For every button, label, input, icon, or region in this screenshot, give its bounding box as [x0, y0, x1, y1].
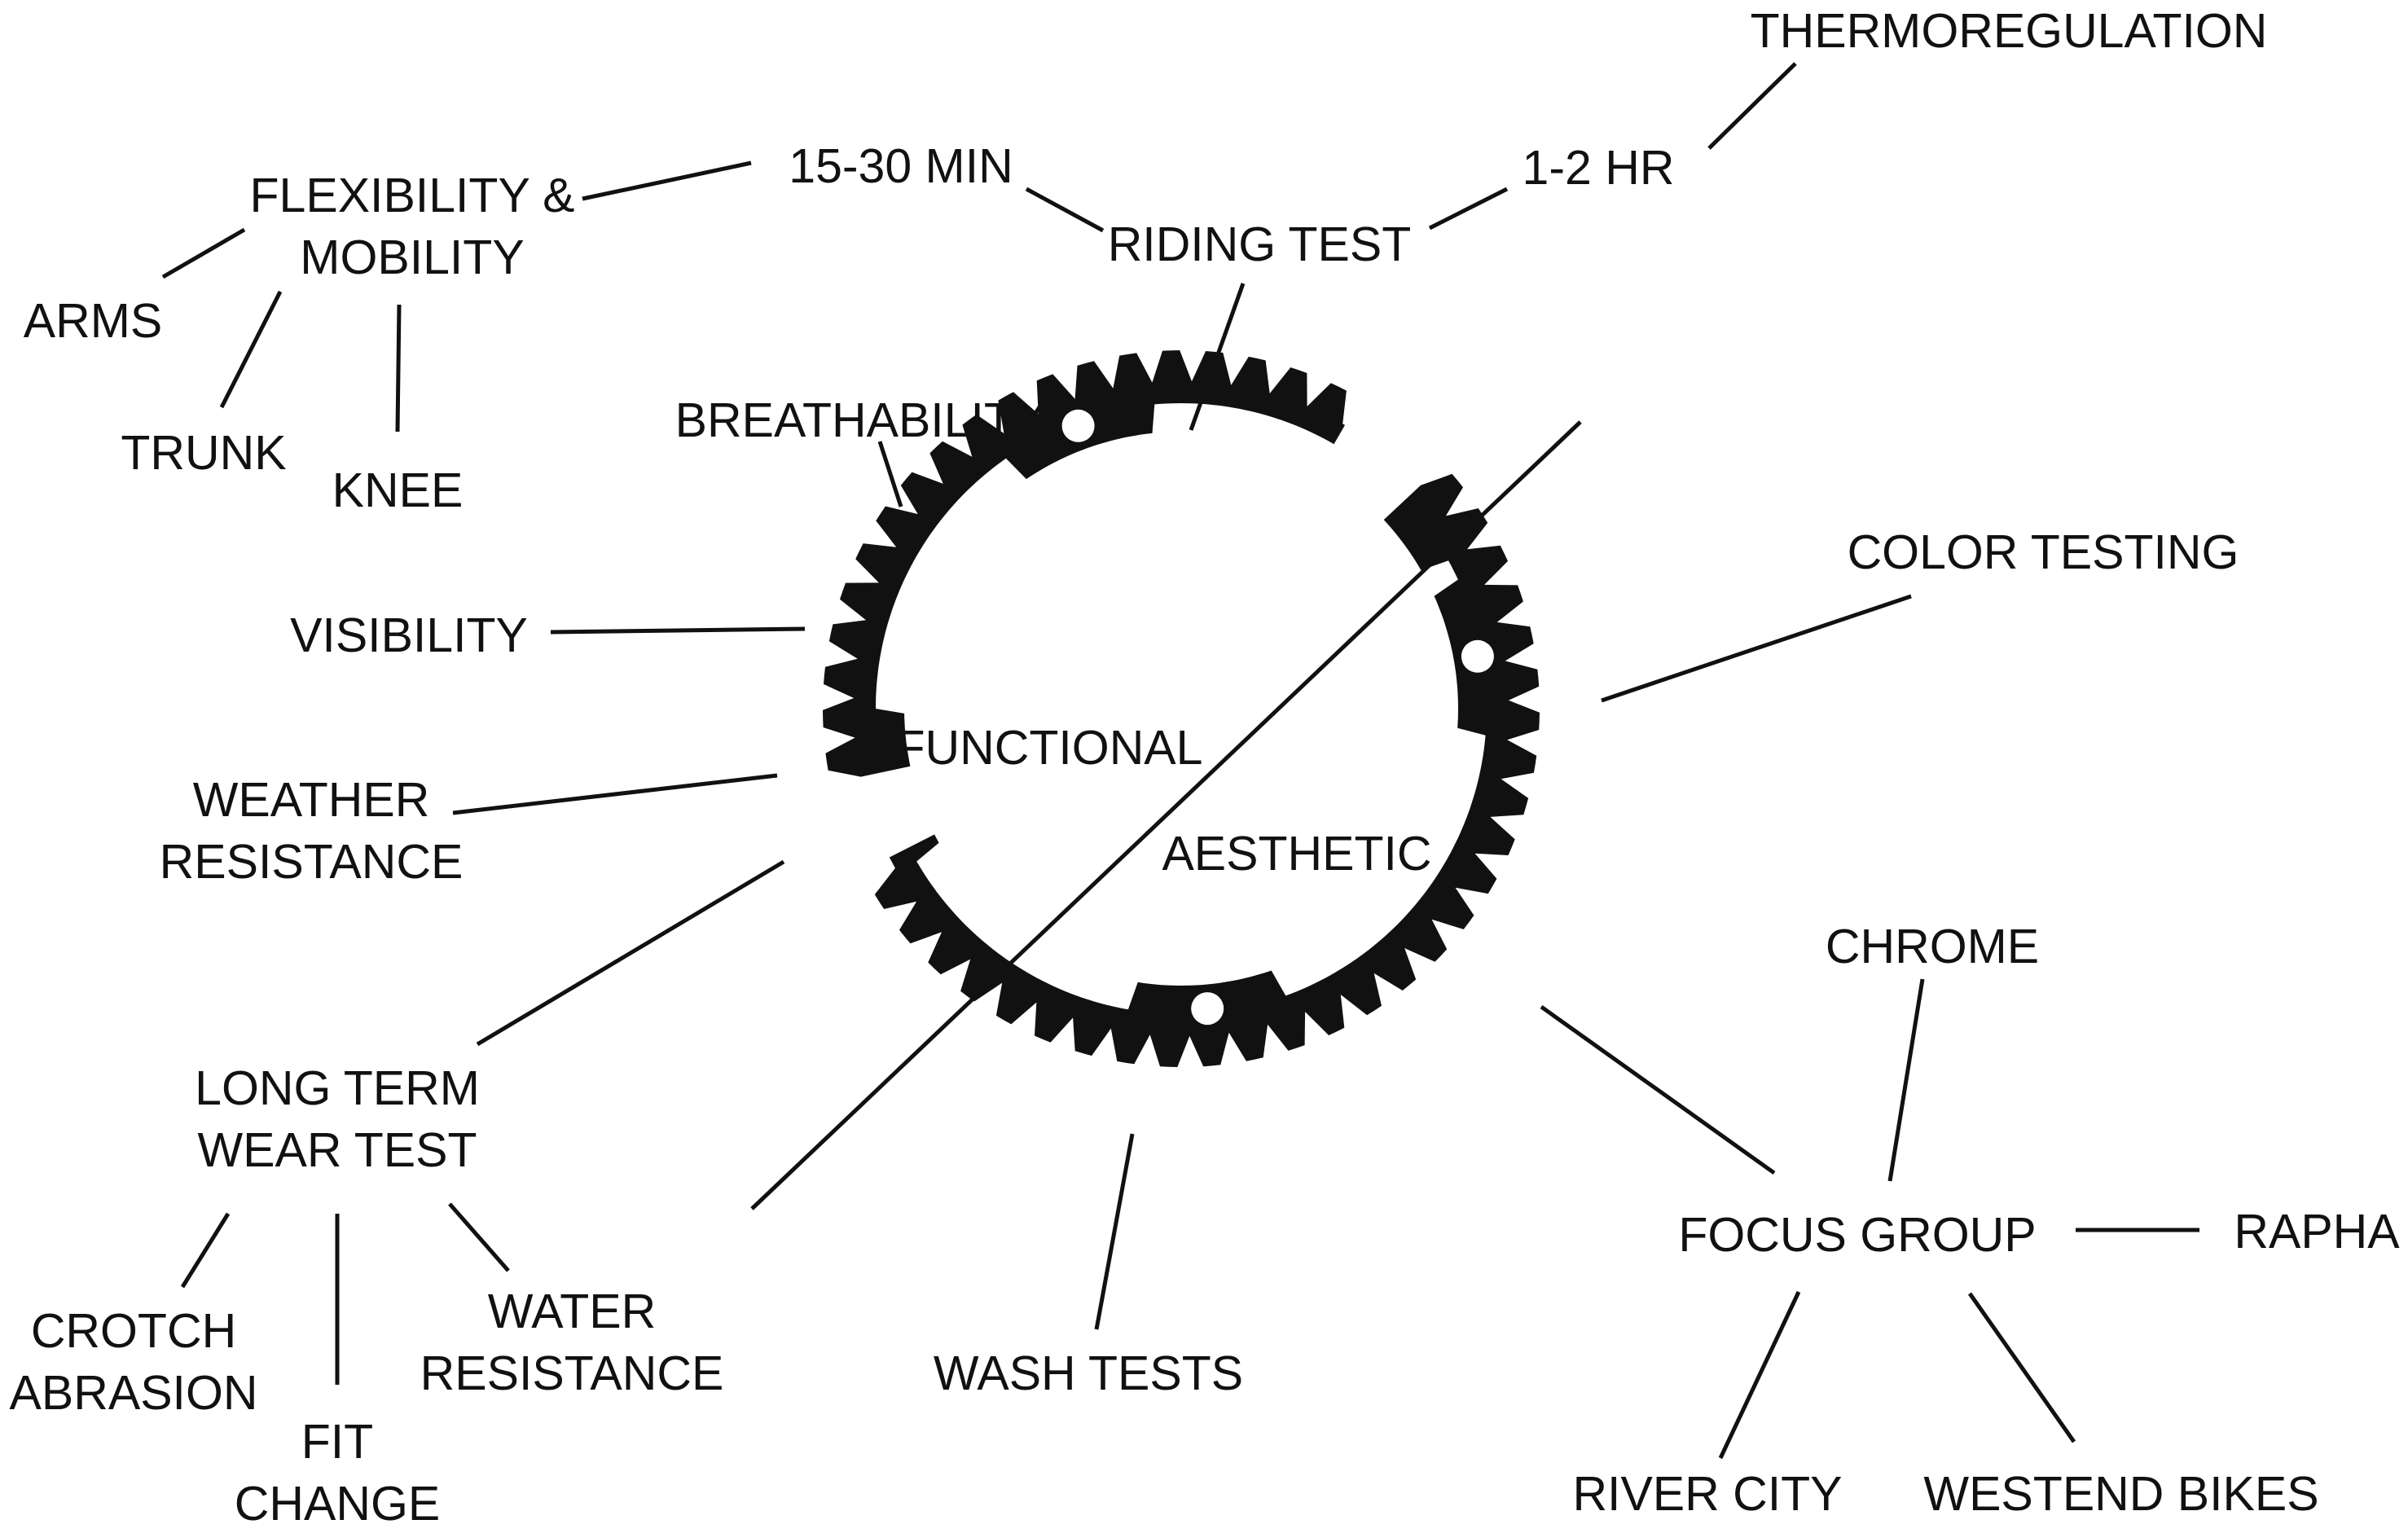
label-longterm-line2: WEAR TEST [197, 1123, 477, 1177]
label-breathability: BREATHABILITY [675, 393, 1046, 447]
label-flexibility-line2: MOBILITY [300, 231, 524, 284]
label-rapha: RAPHA [2234, 1205, 2400, 1258]
label-water-line1: WATER [488, 1285, 656, 1338]
connector-knee [398, 305, 399, 432]
connector-riding-ring [1191, 283, 1243, 430]
connector-thermoregulation [1709, 64, 1795, 148]
label-visibility: VISIBILITY [290, 608, 528, 662]
connector-trunk [222, 292, 280, 407]
connector-weather [453, 775, 777, 813]
connector-15-30min-riding [1026, 189, 1103, 231]
label-river-city: RIVER CITY [1572, 1467, 1842, 1521]
label-crotch-line2: ABRASION [10, 1366, 258, 1420]
label-trunk: TRUNK [121, 426, 286, 480]
connector-crotch [182, 1214, 228, 1287]
label-arms: ARMS [24, 294, 162, 348]
label-color-testing: COLOR TESTING [1848, 525, 2239, 579]
chainring-graphic [823, 350, 1540, 1067]
chainring-shape [823, 350, 1540, 1067]
label-longterm-line1: LONG TERM [195, 1061, 480, 1115]
connector-chrome [1890, 979, 1922, 1181]
bolt-hole [1191, 992, 1224, 1025]
label-crotch-line1: CROTCH [31, 1304, 236, 1358]
label-water-line2: RESISTANCE [420, 1346, 724, 1400]
label-weather-line1: WEATHER [193, 773, 430, 827]
connector-arms [163, 230, 244, 277]
label-chrome: CHROME [1826, 920, 2039, 973]
connector-rivercity [1720, 1292, 1799, 1458]
functional-aesthetic-divider [752, 422, 1580, 1209]
label-functional: FUNCTIONAL [896, 721, 1203, 775]
connector-visibility [551, 629, 805, 632]
label-knee: KNEE [332, 463, 464, 517]
connector-flexibility-15-30min [582, 163, 751, 199]
label-15-30-min: 15-30 MIN [789, 139, 1013, 193]
label-1-2-hr: 1-2 HR [1523, 141, 1675, 195]
label-flexibility-line1: FLEXIBILITY & [250, 169, 575, 222]
label-aesthetic: AESTHETIC [1162, 827, 1431, 881]
label-westend-bikes: WESTEND BIKES [1923, 1467, 2318, 1521]
connector-water [450, 1204, 508, 1271]
label-riding-test: RIDING TEST [1108, 217, 1412, 271]
label-wash-tests: WASH TESTS [934, 1346, 1243, 1400]
connector-1-2hr-riding [1430, 189, 1507, 228]
label-fit-line1: FIT [301, 1415, 373, 1469]
label-weather-line2: RESISTANCE [160, 835, 464, 889]
bolt-hole [1062, 410, 1095, 442]
connector-longterm [477, 862, 784, 1044]
connector-focus-ring [1541, 1007, 1774, 1173]
label-focus-group: FOCUS GROUP [1678, 1208, 2036, 1262]
bolt-hole [1461, 640, 1494, 673]
connector-westend [1970, 1294, 2074, 1442]
labels: THERMOREGULATION 15-30 MIN 1-2 HR FLEXIB… [10, 4, 2401, 1531]
label-thermoregulation: THERMOREGULATION [1751, 4, 2268, 58]
connector-wash [1096, 1134, 1132, 1329]
connector-breathability [880, 441, 901, 507]
label-fit-line2: CHANGE [235, 1477, 440, 1531]
connector-color [1602, 596, 1911, 701]
